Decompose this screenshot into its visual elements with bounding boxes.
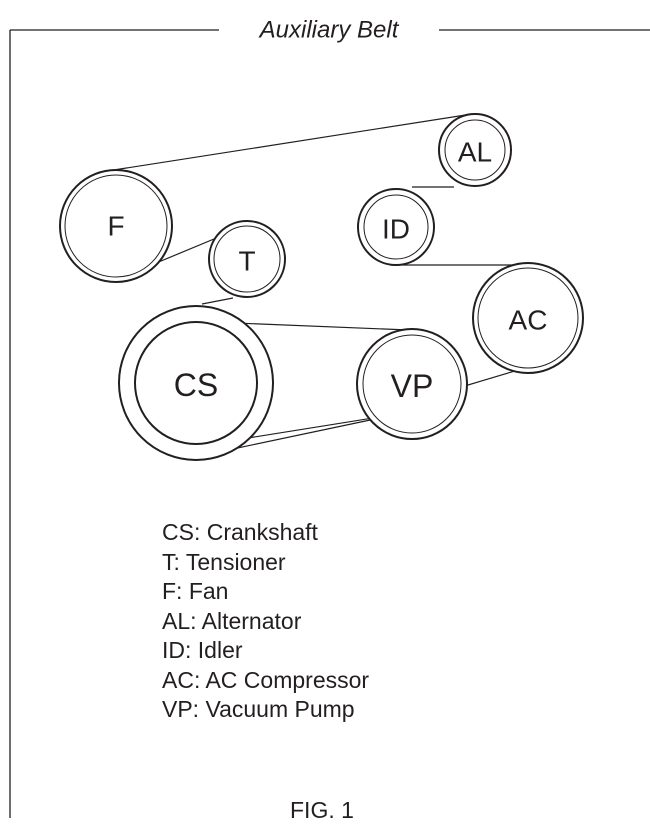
pulley-id-label: ID (382, 214, 410, 245)
pulley-cs-label: CS (174, 367, 218, 403)
pulley-f-outer-ring (59, 169, 173, 283)
pulley-f-label: F (107, 211, 124, 242)
pulley-cs: CS (118, 305, 274, 461)
figure-caption: FIG. 1 (290, 797, 354, 823)
pulley-f: F (59, 169, 173, 283)
pulley-id-inner-ring (363, 194, 429, 260)
legend-item-fan: F: Fan (162, 578, 229, 604)
legend-item-idler: ID: Idler (162, 637, 243, 663)
legend-item-vacuum-pump: VP: Vacuum Pump (162, 696, 355, 722)
pulley-ac: AC (472, 262, 584, 374)
pulley-ac-label: AC (509, 305, 548, 336)
pulley-legend: CS: Crankshaft T: Tensioner F: Fan AL: A… (162, 518, 369, 725)
pulley-t-label: T (238, 246, 255, 277)
pulley-cs-outer-ring (118, 305, 274, 461)
pulley-ac-inner-ring (477, 267, 579, 369)
pulley-al-inner-ring (444, 119, 506, 181)
pulley-vp-label: VP (391, 368, 434, 404)
pulley-cs-inner-ring (134, 321, 258, 445)
pulley-ac-outer-ring (472, 262, 584, 374)
belt-segment-cs-vp-lower-b (227, 418, 376, 451)
legend-item-tensioner: T: Tensioner (162, 548, 286, 575)
legend-item-crankshaft: CS: Crankshaft (162, 519, 318, 545)
pulley-id-outer-ring (357, 188, 435, 266)
belt-segment-f-al (100, 113, 473, 173)
belt-segment-f-t (148, 233, 227, 267)
belt-segment-t-cs (201, 297, 234, 305)
pulley-id: ID (357, 188, 435, 266)
pulley-al: AL (438, 113, 512, 187)
legend-item-alternator: AL: Alternator (162, 607, 302, 634)
pulley-t: T (208, 220, 286, 298)
pulley-al-outer-ring (438, 113, 512, 187)
pulley-vp-outer-ring (356, 328, 468, 440)
diagram-frame (9, 29, 650, 818)
pulley-t-outer-ring (208, 220, 286, 298)
diagram-title: Auxiliary Belt (258, 17, 400, 44)
pulley-f-inner-ring (64, 174, 168, 278)
pulley-vp-inner-ring (362, 334, 462, 434)
pulley-vp: VP (356, 328, 468, 440)
legend-item-ac-compressor: AC: AC Compressor (162, 666, 370, 693)
pulley-al-label: AL (458, 137, 492, 168)
pulley-t-inner-ring (213, 225, 281, 293)
